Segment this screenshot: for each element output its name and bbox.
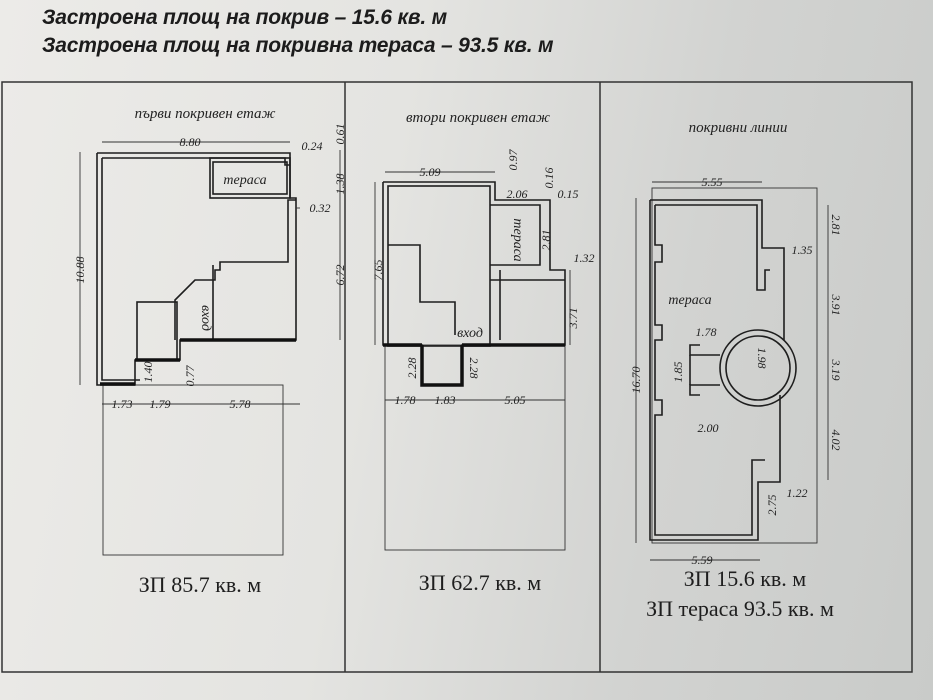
dimension-label: 3.91 xyxy=(829,294,843,316)
room-label-terrace: тераса xyxy=(223,173,266,188)
dimension-label: 3.71 xyxy=(566,308,580,330)
plan-title: втори покривен етаж xyxy=(406,110,550,126)
dimension-label: 7.65 xyxy=(371,260,385,281)
dimension-label: 5.78 xyxy=(230,397,251,411)
area-label: ЗП 62.7 кв. м xyxy=(419,570,541,595)
dimension-label: 0.16 xyxy=(542,168,556,189)
dimension-label: 5.05 xyxy=(505,393,526,407)
terrace-area-label: ЗП тераса 93.5 кв. м xyxy=(646,596,834,621)
dimension-label: 10.88 xyxy=(73,257,87,284)
panel-frames xyxy=(1,81,913,673)
dimension-label: 3.19 xyxy=(829,359,843,381)
room-label-terrace: тераса xyxy=(510,218,525,261)
header-roof-area: Застроена площ на покрив – 15.6 кв. м xyxy=(42,6,447,29)
dimension-label: 5.55 xyxy=(702,175,723,189)
plan-second-roof-floor: втори покривен етаж 5.09 0.97 0.16 2.06 … xyxy=(371,110,595,595)
dimension-label: 1.22 xyxy=(787,486,808,500)
dimension-label: 2.28 xyxy=(467,358,481,379)
dimension-label: 0.97 xyxy=(506,149,520,171)
plan-first-roof-floor: първи покривен етаж 8.80 0.24 0.61 1.38 … xyxy=(73,106,347,597)
dimension-label: 0.15 xyxy=(558,187,579,201)
dimension-label: 1.38 xyxy=(333,174,347,195)
dimension-label: 1.85 xyxy=(671,362,685,383)
plan-title: първи покривен етаж xyxy=(135,106,276,122)
dimension-label: 1.78 xyxy=(395,393,416,407)
dimension-label: 0.24 xyxy=(302,139,323,153)
room-label-entrance: вход xyxy=(457,326,483,341)
dimension-label: 5.59 xyxy=(692,553,713,567)
dimension-label: 4.02 xyxy=(829,430,843,451)
dimension-label: 1.32 xyxy=(574,251,595,265)
dimension-label: 2.28 xyxy=(405,358,419,379)
dimension-label: 8.80 xyxy=(180,135,201,149)
dimension-label: 1.83 xyxy=(435,393,456,407)
dimension-label: 1.79 xyxy=(150,397,171,411)
dimension-label: 0.32 xyxy=(310,201,331,215)
dimension-label: 0.61 xyxy=(333,124,347,145)
header-terrace-area: Застроена площ на покривна тераса – 93.5… xyxy=(42,34,554,57)
dimension-label: 2.81 xyxy=(829,215,843,236)
dimension-label: 2.81 xyxy=(539,230,553,251)
dimension-label: 1.78 xyxy=(696,325,717,339)
dimension-label: 0.77 xyxy=(183,365,197,387)
dimension-label: 1.73 xyxy=(112,397,133,411)
dimension-label: 1.40 xyxy=(141,362,155,383)
plan-roof-lines: покривни линии 5.55 2.81 1.35 3.91 1.78 … xyxy=(629,120,843,621)
room-label-terrace: тераса xyxy=(668,293,711,308)
dimension-label: 6.72 xyxy=(333,265,347,286)
dimension-label: 5.09 xyxy=(420,165,441,179)
dimension-label: 1.98 xyxy=(755,348,769,369)
room-label-entrance: вход xyxy=(198,305,213,331)
plan-title: покривни линии xyxy=(689,120,788,136)
dimension-label: 2.06 xyxy=(507,187,528,201)
dimension-label: 16.70 xyxy=(629,367,643,394)
dimension-label: 2.75 xyxy=(765,495,779,516)
dimension-label: 2.00 xyxy=(698,421,719,435)
area-label: ЗП 85.7 кв. м xyxy=(139,572,261,597)
dimension-label: 1.35 xyxy=(792,243,813,257)
area-label: ЗП 15.6 кв. м xyxy=(684,566,806,591)
